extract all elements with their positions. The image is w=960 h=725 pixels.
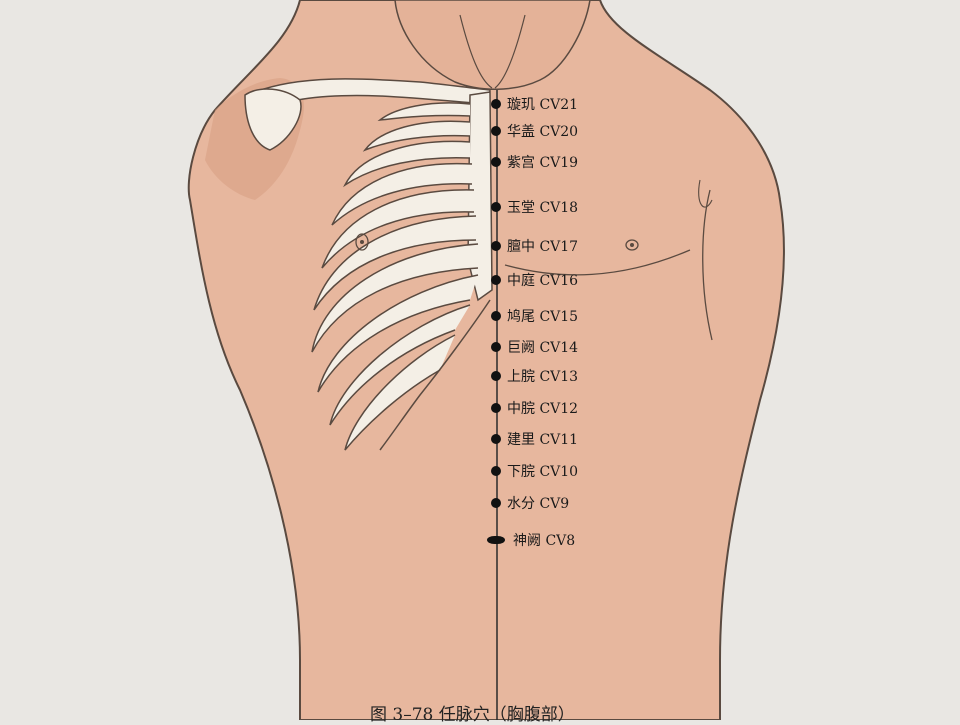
acupoint-dot (491, 498, 501, 508)
rib-1 (377, 102, 471, 121)
left-nipple (355, 233, 369, 251)
costal-margin (379, 299, 491, 451)
acupoint-dot (491, 466, 501, 476)
acupoint-label: 玉堂 CV18 (507, 200, 579, 216)
neck (394, 0, 591, 90)
acupoint-dot (491, 275, 501, 285)
acupoint-dot (491, 202, 501, 212)
acupoint-label: 神阙 CV8 (513, 533, 576, 549)
acupoint-dot (491, 126, 501, 136)
acupoint-dot (491, 434, 501, 444)
acupoint-dot (491, 99, 501, 109)
figure-caption: 图 3–78 任脉穴（胸腹部） (370, 705, 575, 725)
right-nipple (625, 239, 639, 251)
rib-5 (321, 189, 475, 269)
acupoint-label: 鸠尾 CV15 (507, 309, 579, 325)
acupoint-dot (491, 403, 501, 413)
acupoint-label: 下脘 CV10 (507, 464, 579, 480)
right-pectoral-line (504, 249, 691, 276)
rib-6 (313, 215, 477, 311)
acupoint-dot (491, 157, 501, 167)
torso-outline (187, 0, 785, 720)
rib-7 (311, 243, 479, 353)
rib-cage (311, 102, 491, 451)
rib-10 (344, 334, 456, 451)
rib-9 (329, 304, 471, 426)
neck-right-line (494, 14, 526, 89)
scapula (244, 88, 302, 151)
acupoint-label: 中脘 CV12 (507, 401, 579, 417)
rib-8 (317, 274, 479, 393)
acupoint-label: 璇玑 CV21 (507, 97, 579, 113)
acupoint-dot (491, 241, 501, 251)
acupoint-label: 巨阙 CV14 (507, 340, 579, 356)
rib-2 (362, 120, 471, 152)
acupoint-dot (491, 371, 501, 381)
acupoint-label: 紫宫 CV19 (507, 155, 579, 171)
acupoint-label: 华盖 CV20 (507, 124, 579, 140)
acupoint-label: 建里 CV11 (507, 432, 579, 448)
acupoint-label: 上脘 CV13 (507, 369, 579, 385)
rib-3 (343, 140, 471, 188)
rib-4 (331, 162, 473, 226)
acupoint-label: 水分 CV9 (507, 496, 570, 512)
neck-left-line (459, 14, 493, 89)
acupoint-label: 中庭 CV16 (507, 273, 579, 289)
acupoint-dot (491, 342, 501, 352)
acupoint-dot (487, 536, 505, 544)
acupoint-label: 膻中 CV17 (507, 239, 579, 255)
acupoint-dot (491, 311, 501, 321)
